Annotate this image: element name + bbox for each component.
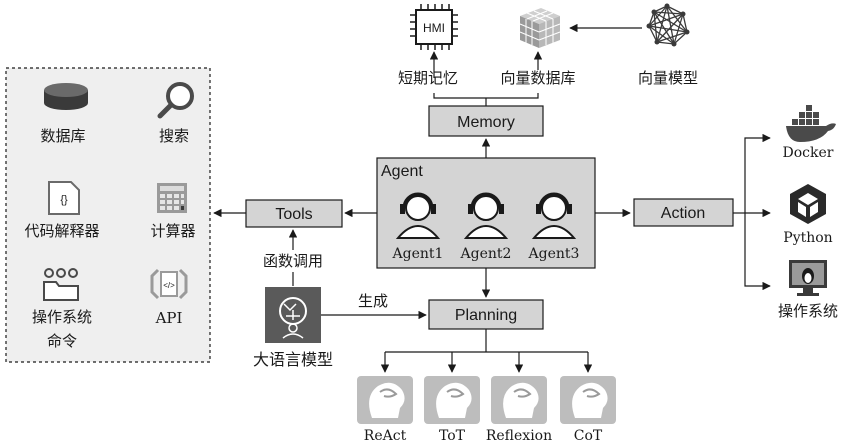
planning-method-tot: ToT <box>439 428 466 444</box>
agent1-headset-icon <box>395 192 441 239</box>
agent3-headset-icon <box>531 192 577 239</box>
database-icon <box>44 83 88 110</box>
action-target-os: 操作系统 <box>778 302 838 320</box>
os-command-icon <box>43 268 79 301</box>
tools-item-code-interpreter: 代码解释器 <box>24 222 99 240</box>
memory-bracket <box>433 93 539 99</box>
action-box-label: Action <box>661 205 705 222</box>
svg-text:</>: </> <box>163 281 175 290</box>
svg-text:{}: {} <box>60 194 68 206</box>
reflexion-head-icon <box>491 376 547 424</box>
hmi-label: HMI <box>423 21 445 35</box>
tools-item-database: 数据库 <box>40 127 85 145</box>
tools-item-api: API <box>155 309 183 327</box>
react-head-icon <box>357 376 413 424</box>
planning-box-label: Planning <box>455 307 517 324</box>
os-linux-icon <box>789 260 827 296</box>
tools-item-os-command-line1: 操作系统 <box>32 308 92 326</box>
memory-box <box>428 105 544 137</box>
tools-item-search: 搜索 <box>159 127 189 145</box>
action-target-python: Python <box>783 230 832 246</box>
docker-icon <box>786 105 836 142</box>
code-file-icon: {} <box>48 181 80 215</box>
memory-box-label: Memory <box>457 114 515 131</box>
tools-item-calculator: 计算器 <box>150 222 195 240</box>
arrow-action-to-os <box>744 213 771 291</box>
tools-box-label: Tools <box>275 206 312 223</box>
calculator-icon <box>157 183 187 213</box>
llm-label: 大语言模型 <box>253 350 333 369</box>
agent-title: Agent <box>381 163 423 180</box>
llm-brain-icon <box>265 287 321 343</box>
action-target-docker: Docker <box>783 145 834 161</box>
hmi-chip-icon <box>410 4 458 50</box>
planning-method-reflexion: Reflexion <box>486 428 552 444</box>
planning-method-react: ReAct <box>364 428 407 444</box>
planning-box <box>428 299 544 330</box>
agent2-label: Agent2 <box>460 246 512 262</box>
python-icon <box>790 184 826 224</box>
vector-db-label: 向量数据库 <box>500 69 575 87</box>
vector-model-network-icon <box>646 3 690 47</box>
generate-label: 生成 <box>358 292 388 310</box>
short-term-memory-label: 短期记忆 <box>398 69 458 87</box>
function-call-label: 函数调用 <box>263 252 323 270</box>
api-icon: </> <box>150 268 188 300</box>
vector-model-label: 向量模型 <box>638 69 698 87</box>
planning-method-cot: CoT <box>574 428 603 444</box>
agent2-headset-icon <box>463 192 509 239</box>
tot-head-icon <box>424 376 480 424</box>
agent1-label: Agent1 <box>392 246 444 262</box>
arrow-action-to-docker <box>744 133 771 213</box>
agent3-label: Agent3 <box>528 246 580 262</box>
cot-head-icon <box>560 376 616 424</box>
tools-item-os-command-line2: 命令 <box>47 332 77 350</box>
tools-panel <box>5 67 211 363</box>
search-icon <box>157 82 194 119</box>
vector-database-icon <box>519 8 561 48</box>
function-call-label-bg <box>250 250 336 272</box>
